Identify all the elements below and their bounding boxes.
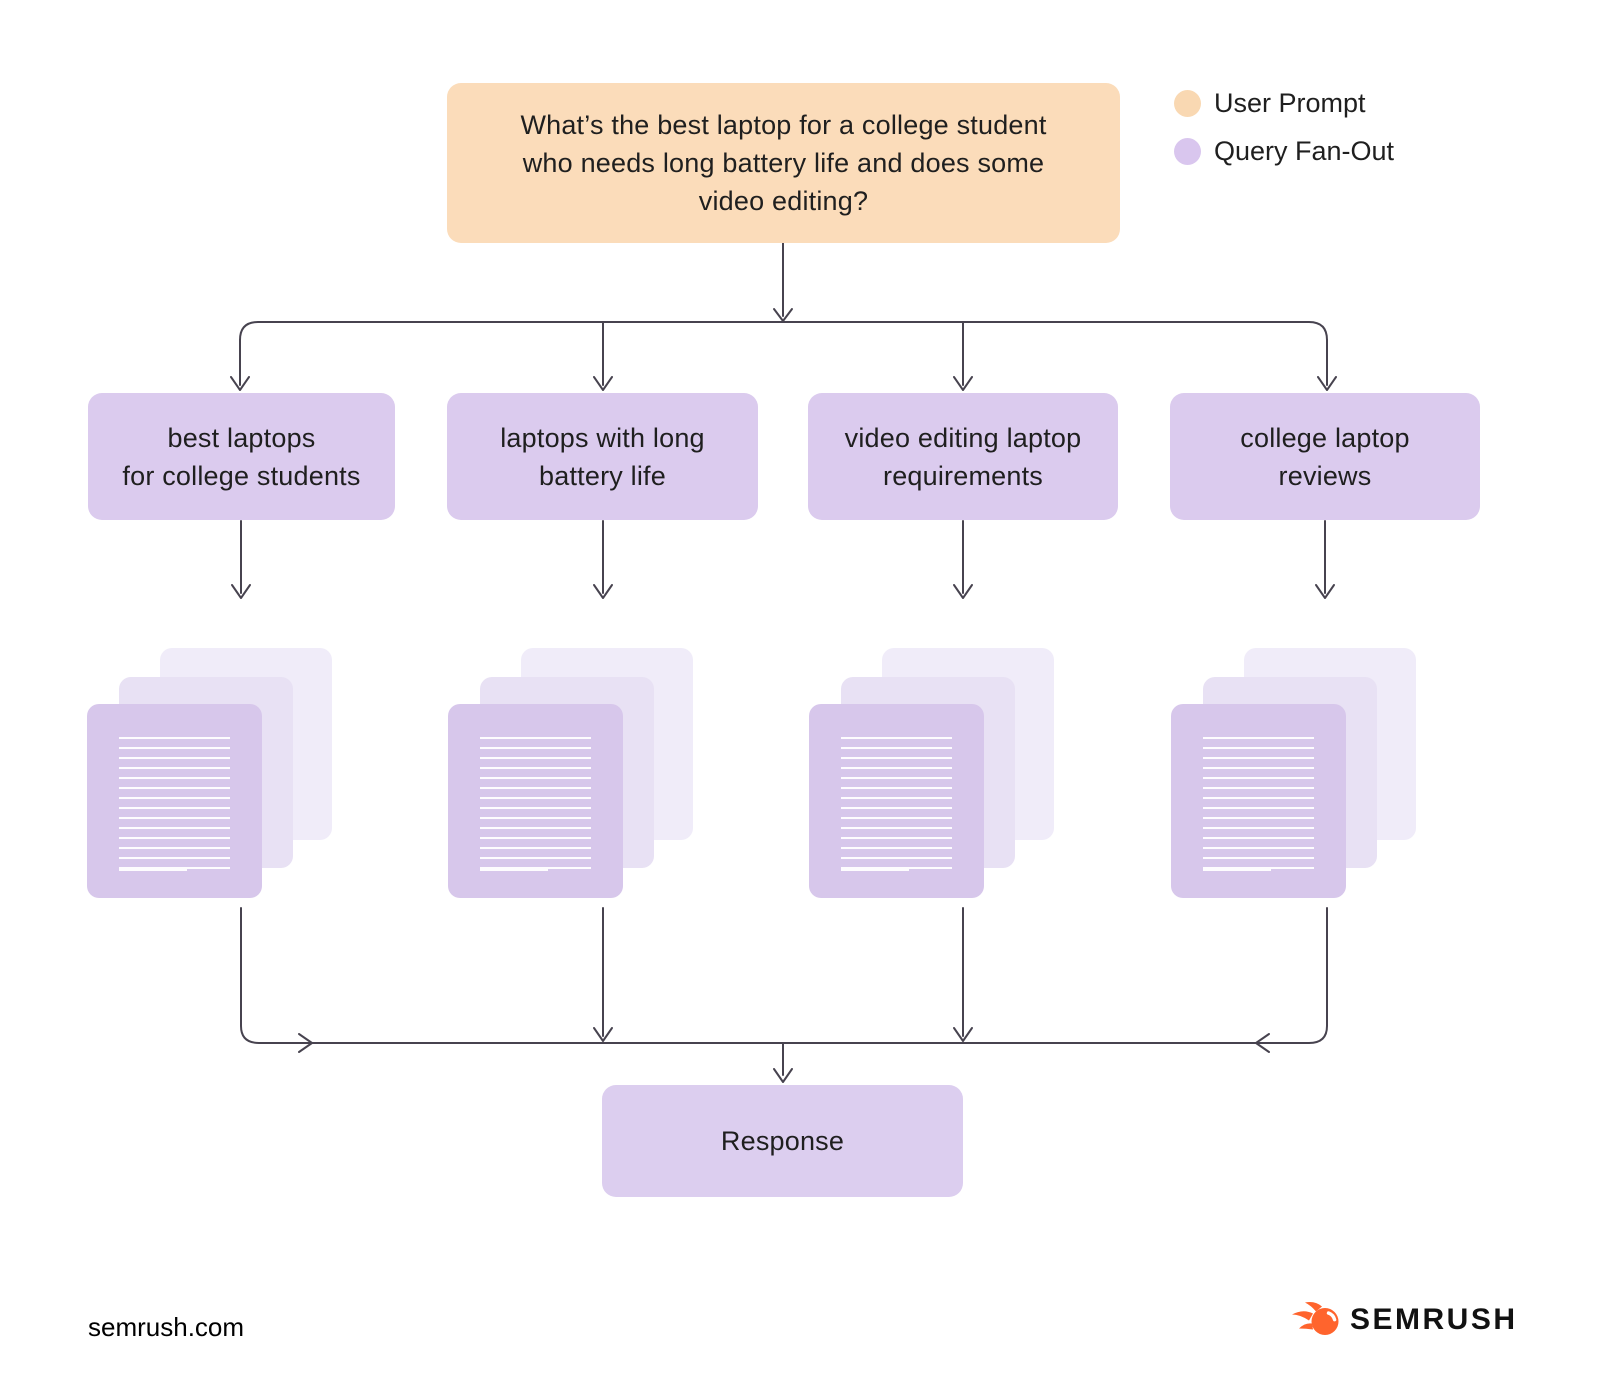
query-label: video editing laptop requirements [844, 422, 1082, 491]
document-text-last-line [1203, 869, 1271, 871]
document-text-lines [119, 737, 230, 869]
user-prompt-dot-icon [1174, 90, 1201, 117]
document-page-front-icon [448, 704, 623, 898]
query-label: college laptop reviews [1240, 422, 1410, 491]
semrush-logo-icon [1292, 1302, 1339, 1335]
legend-label: User Prompt [1214, 88, 1366, 118]
response-box: Response [602, 1085, 963, 1197]
query-box-best-laptops: best laptops for college students [88, 393, 395, 520]
document-text-lines [1203, 737, 1314, 869]
response-label: Response [720, 1126, 845, 1156]
semrush-logo: SEMRUSH [1292, 1301, 1518, 1338]
document-text-last-line [480, 869, 548, 871]
document-page-front-icon [809, 704, 984, 898]
legend-label: Query Fan-Out [1214, 136, 1395, 166]
legend-item-query-fanout: Query Fan-Out [1174, 136, 1394, 167]
document-stack [809, 648, 1054, 900]
user-prompt-text: What’s the best laptop for a college stu… [520, 110, 1047, 216]
document-text-last-line [119, 869, 187, 871]
document-stack [87, 648, 332, 900]
document-text-last-line [841, 869, 909, 871]
document-text-lines [841, 737, 952, 869]
document-text-lines [480, 737, 591, 869]
legend: User Prompt Query Fan-Out [1174, 88, 1394, 184]
document-page-front-icon [87, 704, 262, 898]
query-box-college-reviews: college laptop reviews [1170, 393, 1480, 520]
query-label: best laptops for college students [122, 422, 361, 491]
query-box-battery-life: laptops with long battery life [447, 393, 758, 520]
legend-item-user-prompt: User Prompt [1174, 88, 1394, 119]
document-page-front-icon [1171, 704, 1346, 898]
query-fanout-dot-icon [1174, 138, 1201, 165]
footer-site-url: semrush.com [88, 1312, 245, 1342]
semrush-wordmark: SEMRUSH [1350, 1302, 1518, 1336]
document-stack [448, 648, 693, 900]
user-prompt-box: What’s the best laptop for a college stu… [447, 83, 1120, 243]
query-label: laptops with long battery life [500, 422, 705, 491]
document-stack [1171, 648, 1416, 900]
query-box-video-editing: video editing laptop requirements [808, 393, 1118, 520]
